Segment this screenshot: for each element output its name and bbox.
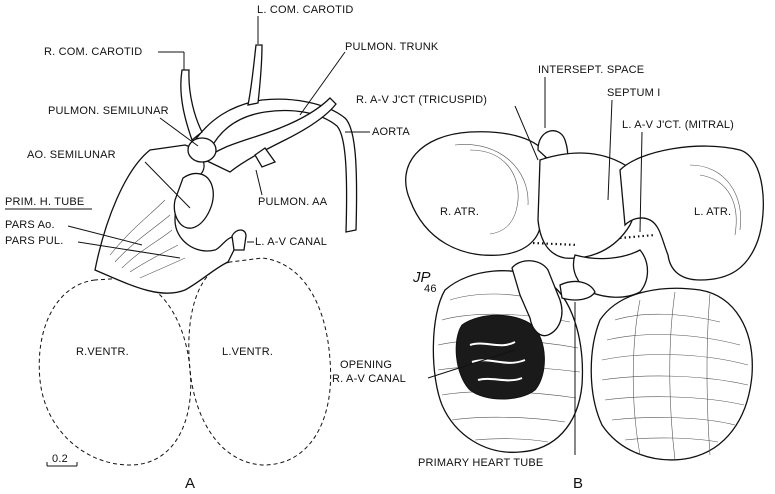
label-l-com-carotid: L. COM. CAROTID: [257, 4, 354, 16]
l-ventricle-outline: [188, 257, 332, 466]
label-l-av-canal: L. A-V CANAL: [255, 236, 327, 248]
label-l-av-jct: L. A-V J'CT. (MITRAL): [622, 119, 734, 131]
l-ventricle: [590, 287, 753, 461]
monogram-year: 46: [424, 283, 437, 295]
label-pars-ao: PARS Ao.: [5, 219, 55, 231]
label-r-av-canal: R. A-V CANAL: [332, 373, 406, 385]
label-pars-pul: PARS PUL.: [5, 235, 63, 247]
label-r-atr: R. ATR.: [440, 206, 479, 218]
panel-b: INTERSEPT. SPACE R. A-V J'CT (TRICUSPID)…: [332, 64, 764, 492]
l-ventricle-texture: [601, 291, 749, 461]
ao-semilunar-region: [173, 172, 214, 229]
r-com-carotid-vessel: [180, 69, 203, 142]
scale-bar: 0.2: [46, 453, 78, 467]
opening-r-av-canal: [455, 314, 545, 400]
label-primary-heart-tube: PRIMARY HEART TUBE: [418, 457, 543, 469]
label-pulmon-semilunar: PULMON. SEMILUNAR: [48, 105, 169, 117]
r-ventricle-outline: [38, 277, 192, 466]
l-av-canal-stub: [231, 229, 247, 251]
mitral-junction-dots: [619, 233, 656, 240]
label-aorta: AORTA: [372, 126, 410, 138]
label-prim-h-tube: PRIM. H. TUBE: [5, 196, 84, 208]
label-r-av-jct: R. A-V J'CT (TRICUSPID): [356, 94, 487, 106]
label-septum-i: SEPTUM I: [607, 87, 661, 99]
tube-shading: [109, 199, 186, 279]
panel-a: L. COM. CAROTID R. COM. CAROTID PULMON. …: [5, 4, 439, 492]
label-ao-semilunar: AO. SEMILUNAR: [27, 149, 116, 161]
primary-heart-tube-b: [511, 260, 563, 337]
label-intersept-space: INTERSEPT. SPACE: [538, 64, 644, 76]
scale-label: 0.2: [52, 453, 68, 465]
l-atrium: [619, 145, 764, 281]
label-l-ventr: L.VENTR.: [222, 346, 273, 358]
panel-a-letter: A: [185, 475, 195, 492]
label-opening: OPENING: [340, 359, 392, 371]
atrial-body: [537, 152, 638, 259]
pulmon-aa-vessel: [254, 147, 277, 168]
panel-b-letter: B: [573, 475, 583, 492]
tube-tip: [559, 280, 596, 301]
label-pulmon-aa: PULMON. AA: [258, 196, 328, 208]
label-r-ventr: R.VENTR.: [76, 346, 129, 358]
tricuspid-junction-dots: [532, 241, 579, 247]
primary-heart-tube: [94, 144, 241, 294]
l-com-carotid-vessel: [247, 44, 263, 106]
artist-monogram: JP: [412, 269, 431, 286]
aorta-vessel: [194, 98, 358, 233]
label-l-atr: L. ATR.: [694, 206, 731, 218]
label-pulmon-trunk: PULMON. TRUNK: [345, 41, 439, 53]
label-r-com-carotid: R. COM. CAROTID: [44, 46, 142, 58]
